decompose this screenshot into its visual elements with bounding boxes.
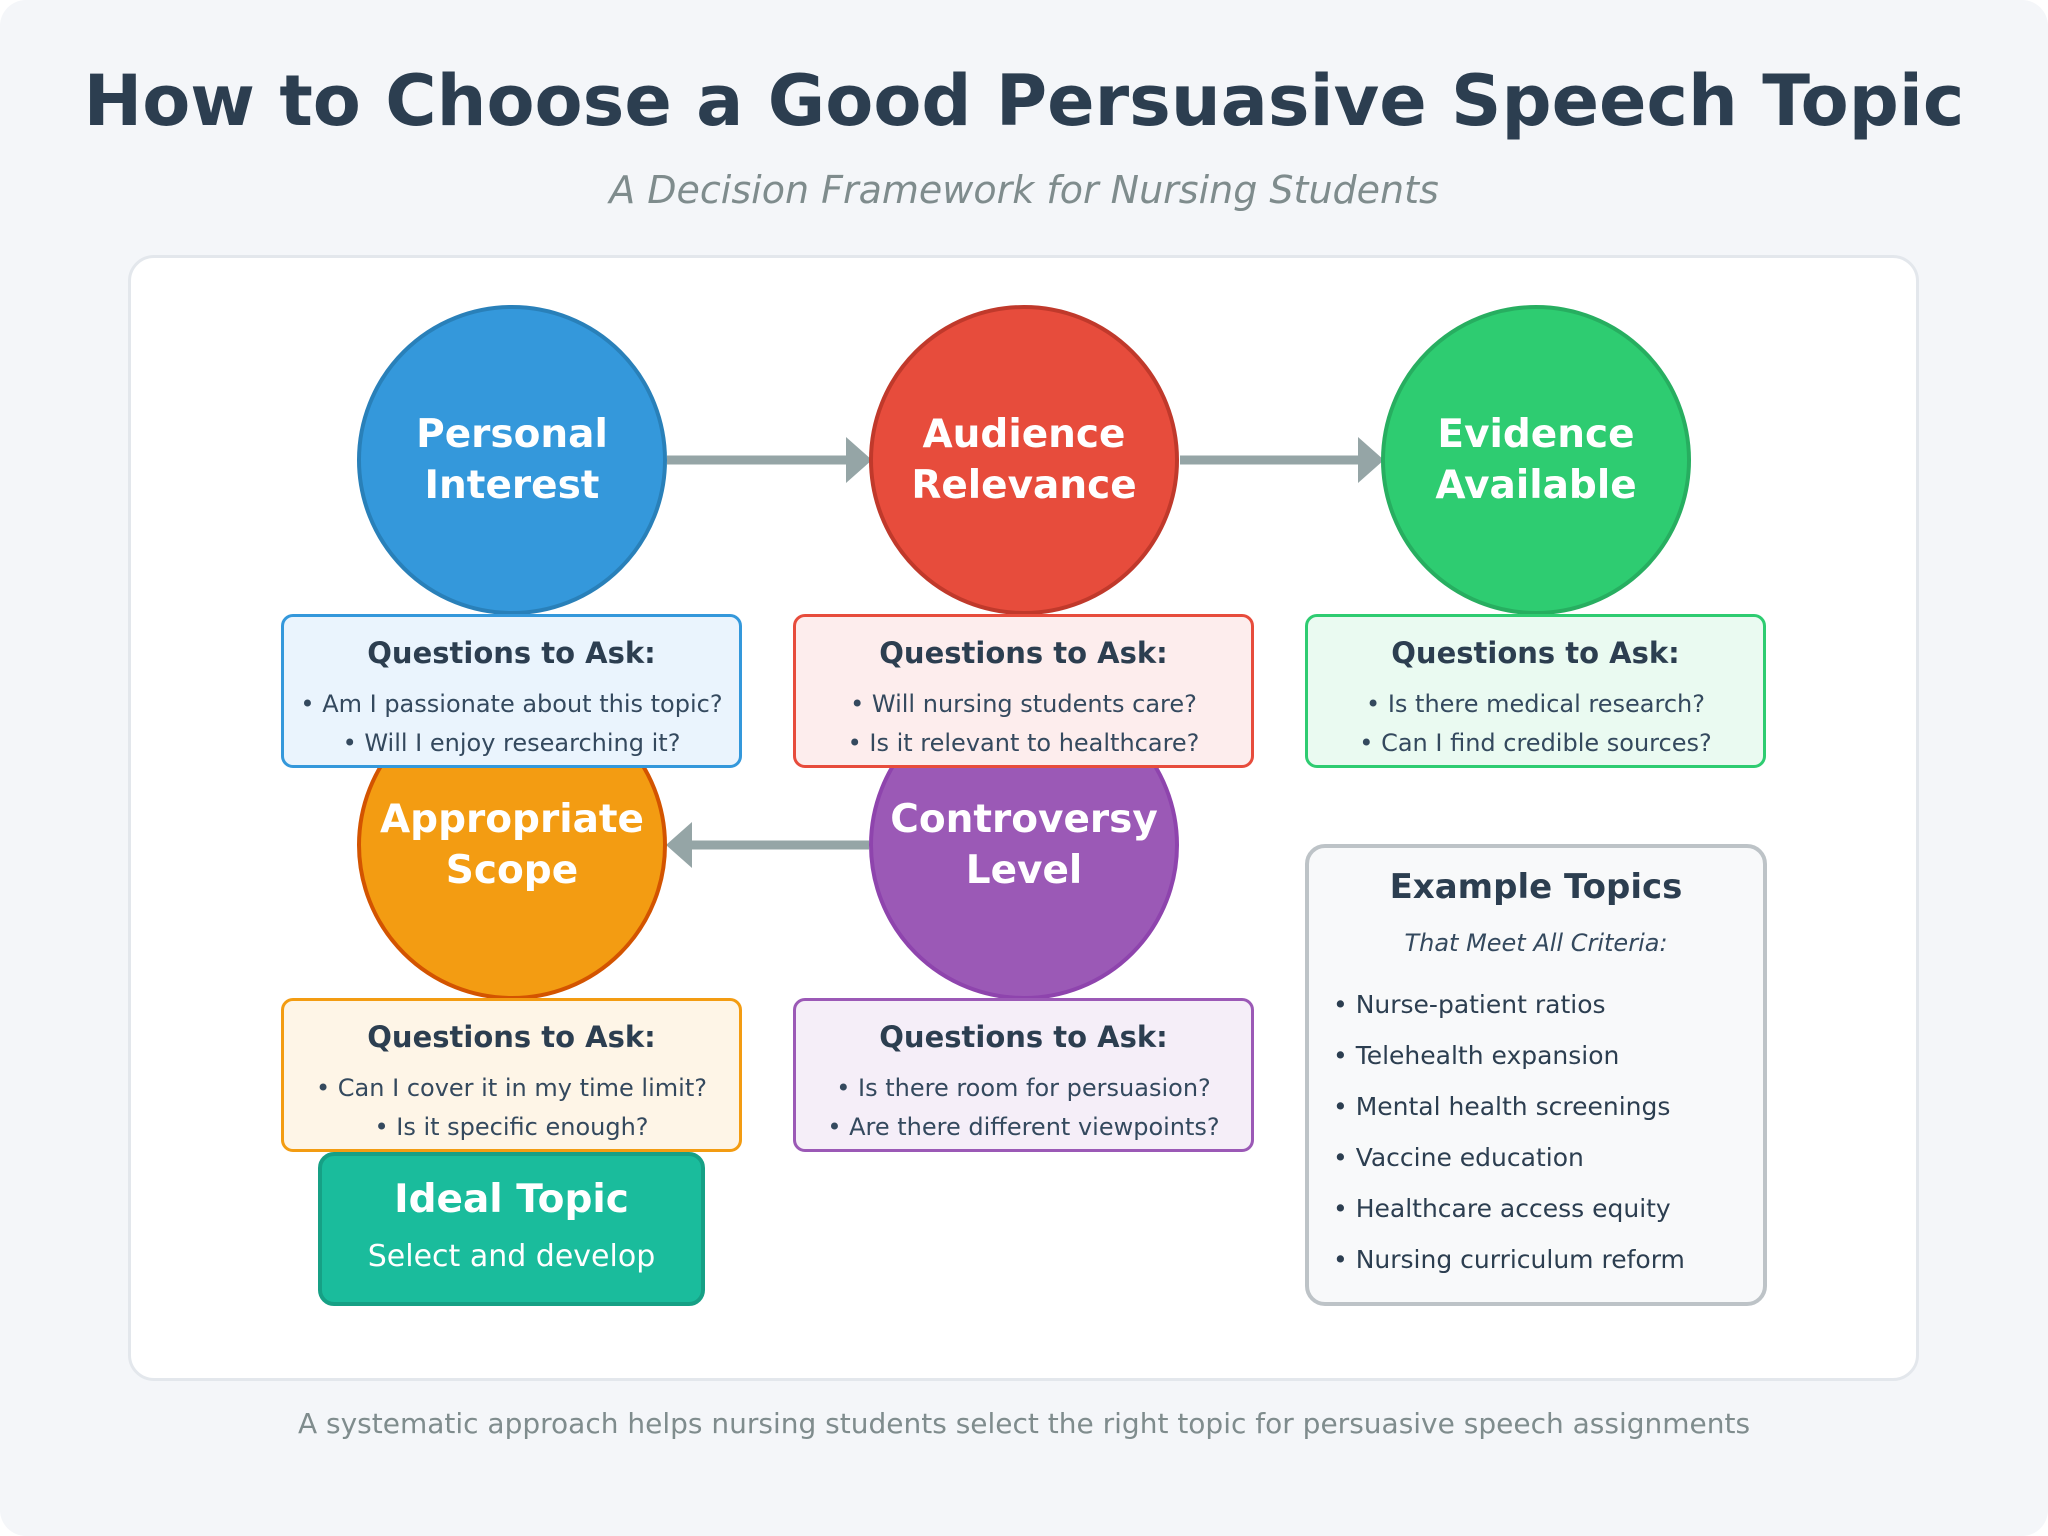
example-topics-box: Example Topics That Meet All Criteria: •… (1305, 844, 1767, 1306)
questions-box-evidence-available: Questions to Ask: • Is there medical res… (1305, 614, 1766, 768)
arrow-controversy-to-scope (666, 822, 869, 868)
questions-heading: Questions to Ask: (879, 1020, 1168, 1054)
questions-heading: Questions to Ask: (879, 636, 1168, 670)
question-item: • Is there medical research? (1366, 690, 1705, 718)
example-topic-item: • Healthcare access equity (1333, 1194, 1671, 1223)
question-item: • Can I cover it in my time limit? (316, 1074, 707, 1102)
ideal-topic-subtitle: Select and develop (367, 1239, 656, 1274)
example-topic-item: • Nurse-patient ratios (1333, 990, 1606, 1019)
step-title-line2: Interest (424, 463, 600, 508)
step-title-line2: Scope (445, 848, 579, 893)
question-item: • Will nursing students care? (850, 690, 1197, 718)
example-topics-list: • Nurse-patient ratios • Telehealth expa… (1333, 990, 1685, 1296)
question-item: • Is there room for persuasion? (836, 1074, 1211, 1102)
step-title-line1: Appropriate (380, 797, 644, 842)
question-item: • Are there different viewpoints? (827, 1113, 1220, 1141)
question-item: • Will I enjoy researching it? (342, 729, 681, 757)
question-item: • Is it specific enough? (374, 1113, 649, 1141)
arrow-relevance-to-evidence (1180, 437, 1384, 483)
step-circle-evidence-available: Evidence Available (1381, 305, 1691, 615)
example-topic-item: • Vaccine education (1333, 1143, 1584, 1172)
example-topics-title: Example Topics (1389, 867, 1683, 907)
example-topic-item: • Nursing curriculum reform (1333, 1245, 1685, 1274)
questions-box-controversy-level: Questions to Ask: • Is there room for pe… (793, 998, 1254, 1152)
arrow-interest-to-relevance (667, 437, 872, 483)
step-title-line1: Audience (922, 412, 1126, 457)
ideal-topic-title: Ideal Topic (394, 1177, 629, 1222)
step-title-line2: Level (965, 848, 1083, 893)
step-title-line1: Controversy (890, 797, 1158, 842)
page-subtitle: A Decision Framework for Nursing Student… (609, 168, 1439, 212)
questions-heading: Questions to Ask: (1391, 636, 1680, 670)
step-title-line2: Relevance (911, 463, 1137, 508)
step-title-line2: Available (1435, 463, 1637, 508)
step-title-line1: Personal (416, 412, 608, 457)
question-item: • Can I find credible sources? (1359, 729, 1712, 757)
question-item: • Am I passionate about this topic? (300, 690, 723, 718)
questions-heading: Questions to Ask: (367, 636, 656, 670)
step-title-line1: Evidence (1437, 412, 1635, 457)
example-topic-item: • Mental health screenings (1333, 1092, 1671, 1121)
step-circle-audience-relevance: Audience Relevance (869, 305, 1179, 615)
example-topic-item: • Telehealth expansion (1333, 1041, 1620, 1070)
questions-box-personal-interest: Questions to Ask: • Am I passionate abou… (281, 614, 742, 768)
example-topics-subtitle: That Meet All Criteria: (1404, 929, 1668, 957)
page-title: How to Choose a Good Persuasive Speech T… (83, 60, 1965, 142)
ideal-topic-box: Ideal Topic Select and develop (318, 1152, 705, 1306)
footer-caption: A systematic approach helps nursing stud… (297, 1407, 1751, 1440)
question-item: • Is it relevant to healthcare? (847, 729, 1200, 757)
step-circle-personal-interest: Personal Interest (357, 305, 667, 615)
questions-box-appropriate-scope: Questions to Ask: • Can I cover it in my… (281, 998, 742, 1152)
questions-box-audience-relevance: Questions to Ask: • Will nursing student… (793, 614, 1254, 768)
questions-heading: Questions to Ask: (367, 1020, 656, 1054)
